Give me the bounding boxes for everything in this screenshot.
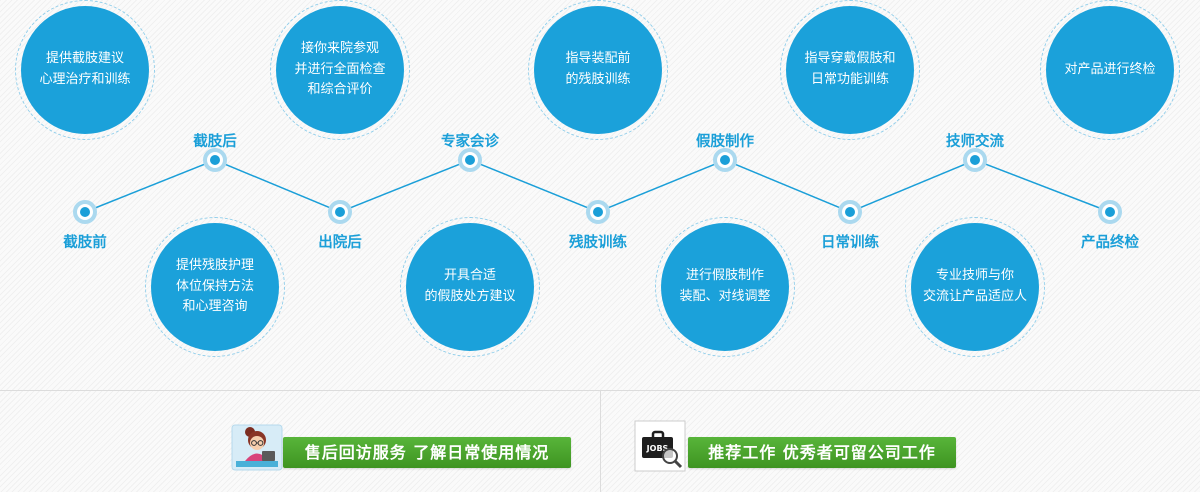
stage-description: 开具合适 的假肢处方建议 xyxy=(424,268,516,304)
stage-label: 日常训练 xyxy=(821,235,879,251)
stage-description: 提供截肢建议 心理治疗和训练 xyxy=(39,51,131,87)
stage-description: 提供残肢护理 体位保持方法 和心理咨询 xyxy=(175,257,254,315)
stage-label: 残肢训练 xyxy=(569,235,627,251)
stage-description: 指导穿戴假肢和 日常功能训练 xyxy=(804,51,896,87)
vertical-divider xyxy=(600,390,601,492)
stage-circle-technician-communication: 专业技师与你 交流让产品适应人 xyxy=(905,217,1045,357)
stage-label: 出院后 xyxy=(318,235,362,251)
stage-circle-residual-limb-training: 指导装配前 的残肢训练 xyxy=(528,0,668,140)
stage-circle-daily-training: 指导穿戴假肢和 日常功能训练 xyxy=(780,0,920,140)
timeline-node xyxy=(210,155,220,165)
timeline-node xyxy=(720,155,730,165)
timeline-node xyxy=(335,207,345,217)
stage-label: 专家会诊 xyxy=(441,134,499,150)
stage-label: 产品终检 xyxy=(1081,235,1139,251)
timeline-node xyxy=(1105,207,1115,217)
stage-description: 进行假肢制作 装配、对线调整 xyxy=(679,268,771,304)
after-sales-banner-button[interactable]: 售后回访服务 了解日常使用情况 xyxy=(283,437,571,468)
stage-description: 对产品进行终检 xyxy=(1064,61,1156,77)
support-agent-icon[interactable] xyxy=(231,420,283,472)
stage-description: 指导装配前 的残肢训练 xyxy=(565,51,631,87)
stage-circle-prosthesis-fabrication: 进行假肢制作 装配、对线调整 xyxy=(655,217,795,357)
stage-label: 技师交流 xyxy=(946,134,1004,150)
stage-label: 假肢制作 xyxy=(696,134,754,150)
stage-circle-expert-consultation: 开具合适 的假肢处方建议 xyxy=(400,217,540,357)
timeline-node xyxy=(465,155,475,165)
timeline-node xyxy=(845,207,855,217)
timeline-node xyxy=(80,207,90,217)
stage-circle-after-discharge: 接你来院参观 并进行全面检查 和综合评价 xyxy=(270,0,410,140)
stage-label: 截肢后 xyxy=(193,134,237,150)
jobs-icon-label: JOBS xyxy=(646,444,669,453)
timeline-node xyxy=(593,207,603,217)
stage-circle-pre-amputation: 提供截肢建议 心理治疗和训练 xyxy=(15,0,155,140)
stage-circle-post-amputation: 提供残肢护理 体位保持方法 和心理咨询 xyxy=(145,217,285,357)
stage-description: 专业技师与你 交流让产品适应人 xyxy=(922,268,1027,304)
job-search-icon[interactable]: JOBS xyxy=(634,420,686,472)
timeline-node xyxy=(970,155,980,165)
stage-label: 截肢前 xyxy=(63,235,107,251)
stage-circle-final-inspection: 对产品进行终检 xyxy=(1040,0,1180,140)
stage-description: 接你来院参观 并进行全面检查 和综合评价 xyxy=(294,40,386,98)
job-recommendation-banner-button[interactable]: 推荐工作 优秀者可留公司工作 xyxy=(688,437,956,468)
